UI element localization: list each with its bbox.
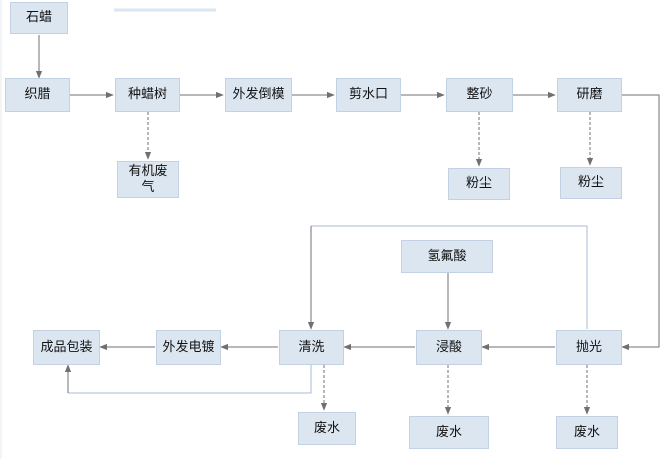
node-plant-wax-tree: 种蜡树	[115, 78, 180, 112]
arrow-grind-to-polish	[621, 94, 660, 351]
node-finished-packaging: 成品包装	[33, 330, 100, 365]
node-dust-1: 粉尘	[448, 168, 510, 200]
node-acid-dip: 浸酸	[416, 330, 482, 365]
node-paraffin: 石蜡	[10, 2, 68, 34]
node-grinding: 研磨	[557, 78, 622, 112]
node-outsource-electroplating: 外发电镀	[156, 330, 221, 365]
node-wastewater-2: 废水	[409, 416, 489, 449]
node-hydrofluoric-acid: 氢氟酸	[401, 240, 493, 273]
bypass-line-clean	[68, 365, 312, 394]
node-outsource-inverted-mold: 外发倒模	[225, 78, 292, 112]
node-cleaning: 清洗	[279, 330, 344, 365]
node-weave-wax: 织腊	[5, 78, 70, 112]
node-sand-finish: 整砂	[446, 78, 513, 112]
node-wastewater-3: 废水	[556, 416, 618, 449]
node-polishing: 抛光	[556, 330, 622, 365]
node-wastewater-1: 废水	[298, 412, 356, 445]
node-cut-sprue: 剪水口	[336, 78, 401, 112]
loop-line-polish	[311, 225, 588, 329]
node-organic-waste-gas: 有机废 气	[117, 161, 179, 198]
node-dust-2: 粉尘	[560, 167, 622, 199]
